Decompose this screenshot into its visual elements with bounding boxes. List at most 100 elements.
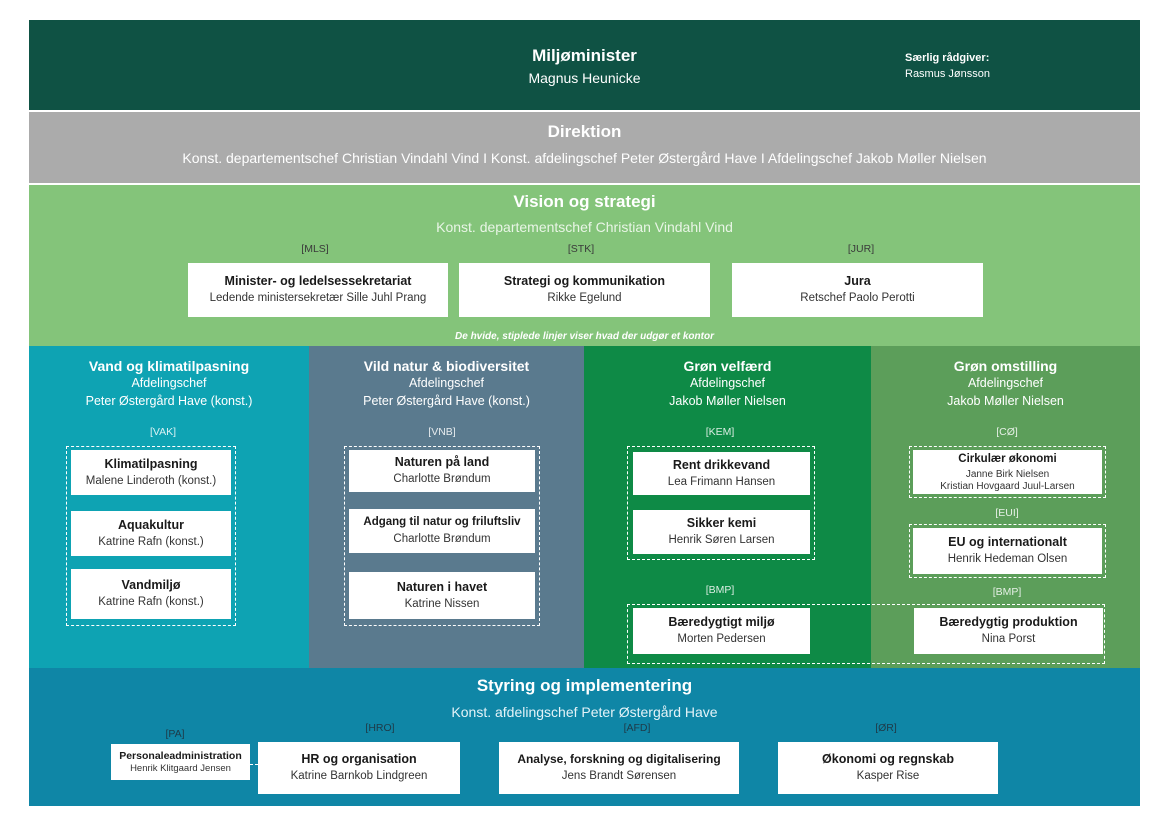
direktion-band: Direktion Konst. departementschef Christ… <box>29 112 1140 183</box>
unit-title: HR og organisation <box>301 752 417 766</box>
dept-role: Afdelingschef <box>689 376 766 390</box>
unit-box-jur: Jura Retschef Paolo Perotti <box>732 263 983 317</box>
unit-person: Kristian Hovgaard Juul-Larsen <box>940 480 1075 492</box>
office-dashed-frame <box>627 446 815 560</box>
unit-person: Retschef Paolo Perotti <box>800 292 915 304</box>
unit-title: Personaleadministration <box>119 749 242 762</box>
unit-title: Klimatilpasning <box>104 456 198 471</box>
dept-title: Vand og klimatilpasning <box>88 358 250 374</box>
unit-title: Bæredygtigt miljø <box>668 615 775 629</box>
unit-box: Personaleadministration Henrik Klitgaard… <box>111 744 250 780</box>
unit-code-vnb: [VNB] <box>428 426 456 438</box>
dept-head: Peter Østergård Have (konst.) <box>85 394 253 408</box>
unit-box: Økonomi og regnskab Kasper Rise <box>778 742 998 794</box>
dept-title: Grøn velfærd <box>683 358 772 374</box>
unit-title: EU og internationalt <box>948 535 1067 549</box>
vision-head: Konst. departementschef Christian Vindah… <box>436 219 733 235</box>
unit-box: Rent drikkevand Lea Frimann Hansen <box>633 452 810 495</box>
dept-velfaerd: Grøn velfærd Afdelingschef Jakob Møller … <box>584 346 871 668</box>
styring-band: Styring og implementering Konst. afdelin… <box>29 668 1140 806</box>
unit-title: Strategi og kommunikation <box>503 274 666 288</box>
minister-band: Miljøminister Magnus Heunicke Særlig råd… <box>29 20 1140 110</box>
office-dashed-frame-bmp <box>627 604 1105 664</box>
unit-person: Katrine Barnkob Lindgreen <box>290 770 428 782</box>
unit-code-stk: [STK] <box>567 243 595 255</box>
dept-head: Jakob Møller Nielsen <box>947 394 1064 408</box>
dashed-line-legend: De hvide, stiplede linjer viser hvad der… <box>455 331 714 342</box>
unit-box-stk: Strategi og kommunikation Rikke Egelund <box>459 263 710 317</box>
unit-code-hro: [HRO] <box>365 722 395 734</box>
unit-person: Lea Frimann Hansen <box>667 475 776 488</box>
unit-box: Klimatilpasning Malene Linderoth (konst.… <box>71 450 231 495</box>
unit-code-mls: [MLS] <box>301 243 329 255</box>
unit-code-bmp: [BMP] <box>705 584 735 596</box>
advisor-name: Rasmus Jønsson <box>905 68 990 80</box>
unit-box: Naturen i havet Katrine Nissen <box>349 572 535 619</box>
unit-title: Analyse, forskning og digitalisering <box>517 752 721 766</box>
dept-head: Jakob Møller Nielsen <box>669 394 786 408</box>
unit-box: Naturen på land Charlotte Brøndum <box>349 450 535 492</box>
unit-box: HR og organisation Katrine Barnkob Lindg… <box>258 742 460 794</box>
unit-box: Adgang til natur og friluftsliv Charlott… <box>349 509 535 553</box>
unit-title: Bæredygtig produktion <box>939 615 1078 629</box>
unit-box-mls: Minister- og ledelsessekretariat Ledende… <box>188 263 448 317</box>
unit-person: Ledende ministersekretær Sille Juhl Pran… <box>209 292 427 304</box>
unit-person: Janne Birk Nielsen <box>965 468 1050 480</box>
styring-head: Konst. afdelingschef Peter Østergård Hav… <box>451 704 718 720</box>
unit-person: Charlotte Brøndum <box>393 533 491 545</box>
unit-person: Malene Linderoth (konst.) <box>85 474 217 487</box>
dept-role: Afdelingschef <box>408 376 485 390</box>
unit-person: Nina Porst <box>981 633 1036 645</box>
unit-box: Bæredygtig produktion Nina Porst <box>914 608 1103 654</box>
unit-person: Kasper Rise <box>856 770 920 782</box>
dept-role: Afdelingschef <box>967 376 1044 390</box>
office-dashed-frame <box>344 446 540 626</box>
unit-title: Naturen på land <box>394 455 490 469</box>
unit-box: Sikker kemi Henrik Søren Larsen <box>633 510 810 554</box>
unit-person: Charlotte Brøndum <box>393 473 491 485</box>
advisor-label: Særlig rådgiver: <box>905 52 990 64</box>
dept-title: Grøn omstilling <box>953 358 1058 374</box>
office-dashed-frame <box>909 446 1106 498</box>
unit-title: Sikker kemi <box>686 516 757 530</box>
minister-title: Miljøminister <box>532 46 637 65</box>
direktion-members: Konst. departementschef Christian Vindah… <box>182 150 987 166</box>
connector-line <box>250 764 258 765</box>
unit-box: EU og internationalt Henrik Hedeman Olse… <box>913 528 1102 574</box>
unit-title: Aquakultur <box>118 517 184 532</box>
unit-box: Analyse, forskning og digitalisering Jen… <box>499 742 739 794</box>
dept-head: Peter Østergård Have (konst.) <box>363 394 530 408</box>
dept-omstilling: Grøn omstilling Afdelingschef Jakob Møll… <box>871 346 1140 668</box>
unit-title: Naturen i havet <box>396 579 488 594</box>
unit-box: Aquakultur Katrine Rafn (konst.) <box>71 511 231 556</box>
unit-code-afd: [AFD] <box>623 722 651 734</box>
unit-person: Katrine Rafn (konst.) <box>98 535 204 548</box>
unit-person: Jens Brandt Sørensen <box>561 770 677 782</box>
unit-person: Katrine Rafn (konst.) <box>98 596 204 608</box>
dept-title: Vild natur & biodiversitet <box>363 358 530 374</box>
direktion-title: Direktion <box>547 122 622 141</box>
unit-title: Minister- og ledelsessekretariat <box>224 274 412 288</box>
styring-title: Styring og implementering <box>476 676 693 695</box>
vision-band: Vision og strategi Konst. departementsch… <box>29 185 1140 346</box>
unit-box: Bæredygtigt miljø Morten Pedersen <box>633 608 810 654</box>
unit-title: Vandmiljø <box>121 578 181 592</box>
unit-title: Adgang til natur og friluftsliv <box>363 516 521 528</box>
unit-code-bmp: [BMP] <box>992 586 1022 598</box>
dept-vild: Vild natur & biodiversitet Afdelingschef… <box>309 346 584 668</box>
unit-person: Katrine Nissen <box>404 597 480 610</box>
unit-code-pa: [PA] <box>165 728 185 740</box>
office-dashed-frame <box>66 446 236 626</box>
unit-code-kem: [KEM] <box>705 426 735 438</box>
dept-role: Afdelingschef <box>131 376 207 390</box>
unit-code-eui: [EUI] <box>995 507 1019 519</box>
unit-code-co: [CØ] <box>996 426 1018 438</box>
unit-person: Henrik Hedeman Olsen <box>947 553 1068 565</box>
unit-person: Rikke Egelund <box>547 292 622 304</box>
unit-box: Vandmiljø Katrine Rafn (konst.) <box>71 569 231 619</box>
unit-code-vak: [VAK] <box>149 426 177 438</box>
unit-box: Cirkulær økonomi Janne Birk Nielsen Kris… <box>913 450 1102 494</box>
dept-vand: Vand og klimatilpasning Afdelingschef Pe… <box>29 346 309 668</box>
unit-title: Økonomi og regnskab <box>822 752 954 766</box>
unit-person: Morten Pedersen <box>677 633 766 645</box>
